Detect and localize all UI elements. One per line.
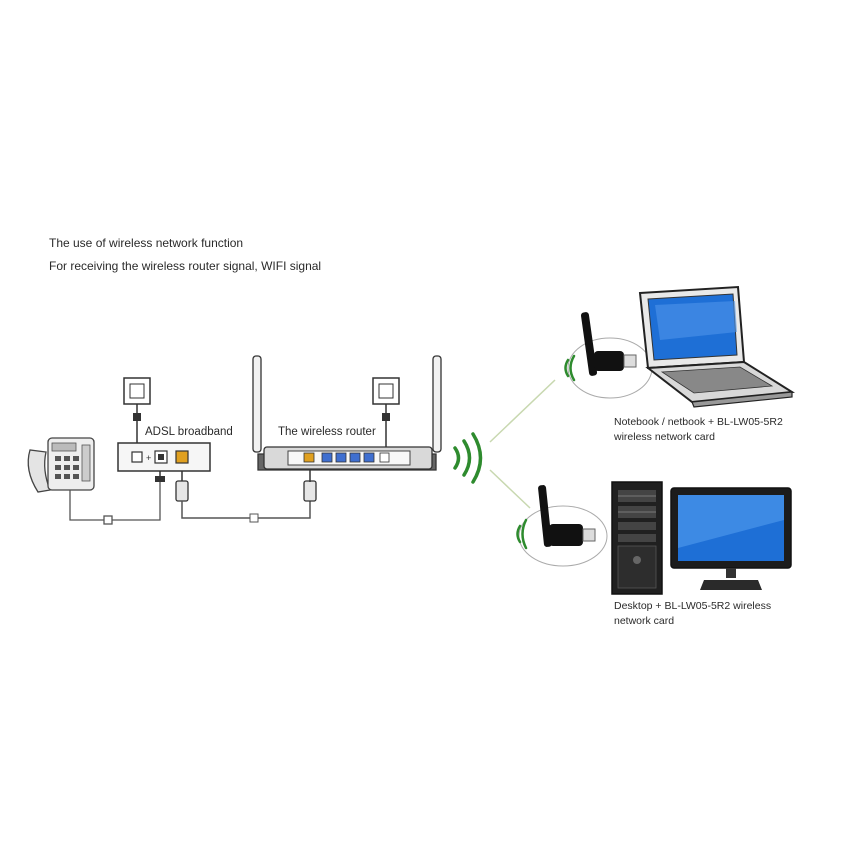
notebook-label-line2: wireless network card	[614, 431, 715, 443]
usb-wifi-adapter-icon-desktop	[538, 485, 596, 547]
usb-wifi-adapter-icon-notebook	[580, 312, 637, 376]
diagram-title: The use of wireless network function	[49, 236, 244, 250]
wall-socket-icon-router	[372, 377, 400, 453]
desktop-label-line1: Desktop + BL-LW05-5R2 wireless	[614, 600, 772, 612]
notebook-label-line1: Notebook / netbook + BL-LW05-5R2	[614, 416, 783, 428]
phone-cable	[69, 478, 161, 525]
ethernet-cable	[175, 470, 317, 523]
adsl-modem: +	[117, 442, 211, 482]
wall-socket-icon-adsl	[123, 377, 151, 445]
desktop-label-line2: network card	[614, 615, 675, 627]
telephone-icon	[27, 437, 95, 493]
signal-links	[489, 379, 556, 509]
desktop-adapter-callout	[516, 485, 608, 567]
router-label: The wireless router	[278, 426, 376, 438]
adsl-label: ADSL broadband	[145, 426, 233, 438]
router-wifi-signal-icon	[453, 432, 483, 484]
monitor-icon	[670, 487, 792, 590]
desktop-tower-icon	[611, 481, 663, 595]
wireless-router	[252, 355, 442, 471]
svg-text:+: +	[146, 453, 151, 463]
diagram-subtitle: For receiving the wireless router signal…	[49, 259, 322, 273]
laptop-icon	[638, 285, 796, 408]
notebook-adapter-callout	[564, 312, 653, 399]
